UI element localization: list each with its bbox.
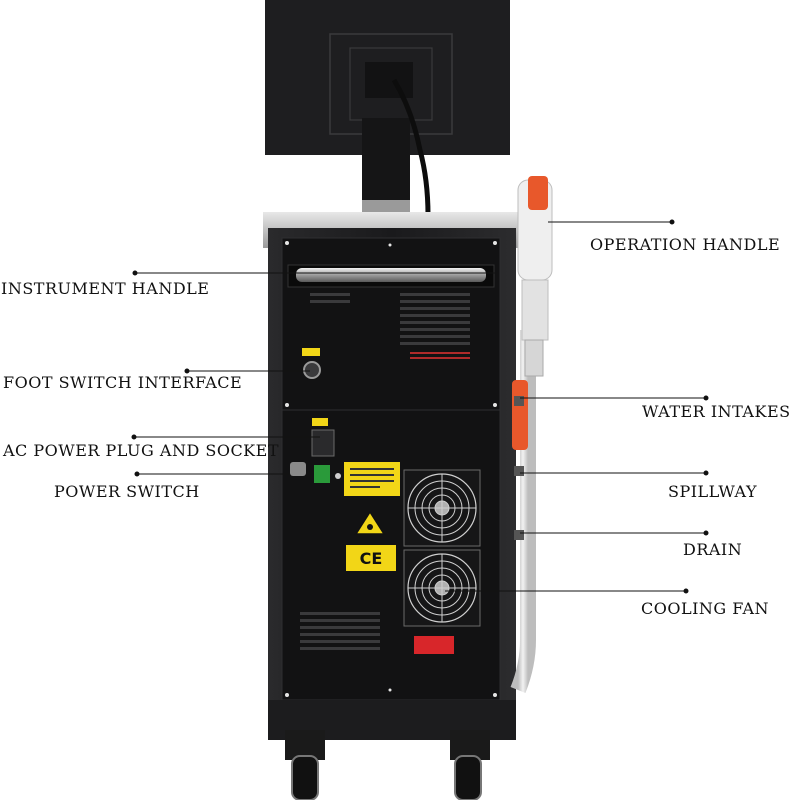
warning-label: [344, 462, 400, 496]
caster-wheels: [285, 730, 490, 801]
cooling-fan-lower: [403, 549, 481, 627]
panel-screws: [285, 241, 497, 697]
label-spillway: SPILLWAY: [668, 482, 758, 501]
foot-switch-port: [302, 348, 321, 379]
label-ac-power: AC POWER PLUG AND SOCKET: [3, 441, 279, 460]
side-ports: [514, 396, 524, 540]
monitor-stand: [362, 78, 431, 216]
label-cooling-fan: COOLING FAN: [641, 599, 770, 618]
ce-mark-label: [346, 545, 396, 571]
label-water-intakes: WATER INTAKES: [642, 402, 791, 421]
laser-warning-icon: [354, 510, 386, 535]
instrument-handle: [287, 264, 495, 288]
cooling-fan-upper: [403, 469, 481, 547]
label-foot-switch-interface: FOOT SWITCH INTERFACE: [3, 373, 243, 392]
label-operation-handle: OPERATION HANDLE: [590, 235, 781, 254]
red-dots: [410, 352, 470, 359]
leader-lines: [131, 219, 709, 594]
ce-mark-text: CE: [360, 549, 383, 568]
label-instrument-handle: INSTRUMENT HANDLE: [1, 279, 210, 298]
red-label: [414, 636, 454, 654]
operation-handle: [510, 176, 553, 693]
orange-handle-holder: [512, 380, 528, 450]
power-switch: [290, 462, 341, 483]
label-drain: DRAIN: [683, 540, 743, 559]
label-power-switch: POWER SWITCH: [54, 482, 200, 501]
vent-grille: [300, 293, 470, 650]
